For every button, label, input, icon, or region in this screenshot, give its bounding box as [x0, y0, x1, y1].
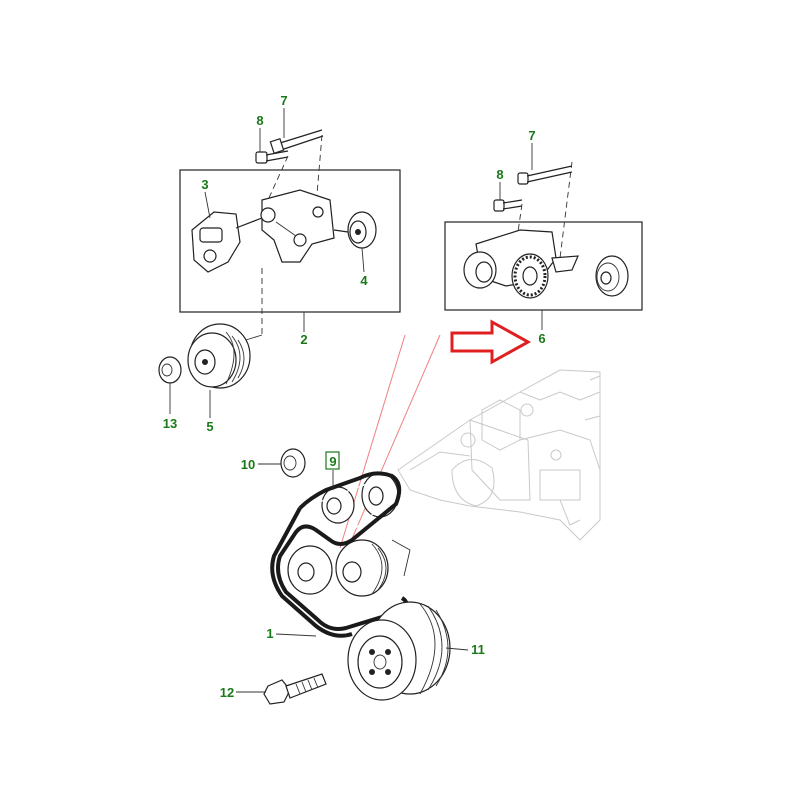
accessory-pulley: [187, 323, 251, 389]
tensioner-unit: [191, 211, 263, 273]
pulley-cap: [158, 356, 182, 384]
red-reference-lines: [339, 334, 441, 549]
upper-idler-pulley: [321, 486, 355, 524]
tensioner-kit-box: [444, 221, 643, 311]
water-pump-pulley: [335, 539, 411, 597]
alternator-pulley: [287, 545, 333, 595]
drive-belt: [270, 471, 409, 638]
part-labels: 7 8 3 4 2 7 8 6 13 5 10 9 1 11 12: [163, 93, 546, 700]
label-4: 4: [360, 273, 368, 288]
label-7-right: 7: [528, 128, 535, 143]
label-7-left: 7: [280, 93, 287, 108]
tensioner-assembly-box: [179, 169, 401, 313]
crankshaft-damper-pulley: [347, 601, 451, 701]
label-11: 11: [471, 642, 485, 657]
bolt-7-left: [269, 129, 324, 155]
engine-block-outline: [397, 369, 601, 541]
idler-pulley-left: [333, 211, 377, 249]
tensioner-kit-assembly: [463, 229, 579, 299]
label-12: 12: [220, 685, 234, 700]
idler-cap: [280, 448, 306, 478]
label-5: 5: [206, 419, 213, 434]
label-9: 9: [329, 454, 336, 469]
label-3: 3: [201, 177, 208, 192]
red-outline-arrow-icon: [450, 319, 532, 365]
tensioner-pulley-installed: [361, 472, 399, 518]
label-1: 1: [266, 626, 273, 641]
label-6: 6: [538, 331, 545, 346]
idler-pulley-right: [595, 255, 629, 297]
label-2: 2: [300, 332, 307, 347]
label-8-left: 8: [256, 113, 263, 128]
crank-bolt: [263, 673, 327, 705]
tensioner-bracket-left: [260, 189, 335, 263]
label-9-box: [325, 451, 340, 470]
leader-lines: [169, 108, 533, 693]
bolt-8-right: [493, 199, 523, 212]
bolt-7-right: [517, 165, 573, 185]
label-13: 13: [163, 416, 177, 431]
label-8-right: 8: [496, 167, 503, 182]
bolt-8-left: [255, 150, 289, 164]
label-10: 10: [241, 457, 255, 472]
